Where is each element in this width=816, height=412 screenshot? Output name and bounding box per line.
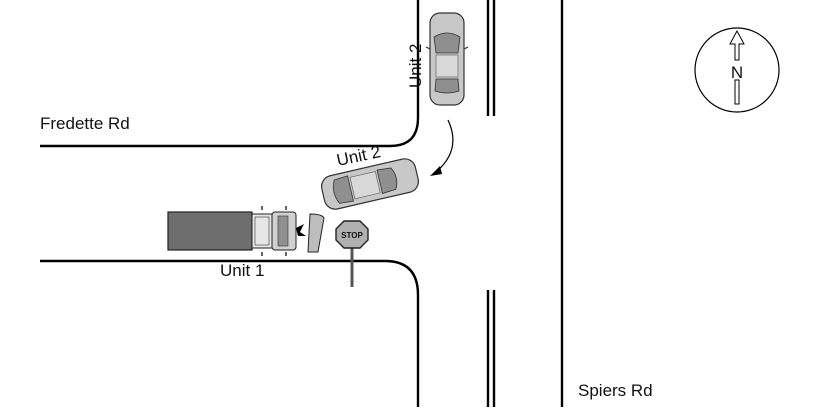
unit2-car-north xyxy=(425,12,469,106)
unit1-truck xyxy=(167,206,325,256)
north-label: N xyxy=(731,63,743,82)
stop-sign-label: STOP xyxy=(341,231,363,240)
fredette-rd-south-edge xyxy=(40,259,420,407)
fredette-rd-label: Fredette Rd xyxy=(40,114,130,133)
curved-arrow-icon xyxy=(430,119,454,176)
stop-sign-icon: STOP xyxy=(335,220,369,287)
fredette-rd-north-edge xyxy=(40,0,420,148)
spiers-rd-label: Spiers Rd xyxy=(578,381,653,400)
unit1-label: Unit 1 xyxy=(220,261,264,280)
unit2-north-label: Unit 2 xyxy=(406,44,425,88)
north-arrow-icon: N xyxy=(694,27,780,113)
roads xyxy=(40,0,564,407)
unit2-car-turning xyxy=(320,158,420,210)
